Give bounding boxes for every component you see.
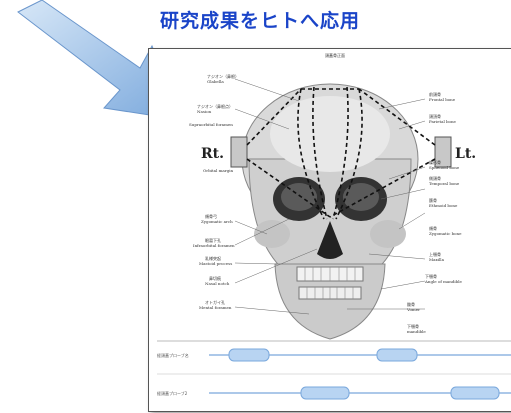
anatomy-label: 下顎骨: [407, 324, 419, 329]
anatomy-label: オトガイ孔: [205, 300, 225, 305]
page-heading: 研究成果をヒトへ応用: [159, 10, 360, 32]
anatomy-label: 側頭骨: [429, 176, 441, 181]
anatomy-label: Mental foramen: [199, 305, 232, 310]
anatomy-label: 頬骨弓: [205, 214, 217, 219]
anatomy-label: Vomer: [407, 307, 421, 312]
anatomy-label: Sphenoid bone: [429, 165, 460, 170]
anatomy-label: 鼻切痕: [209, 276, 221, 281]
anatomy-label: 鋤骨: [407, 302, 415, 307]
anatomy-label: Zygomatic bone: [429, 231, 462, 236]
left-side-label: Lt.: [455, 146, 477, 162]
anatomy-label: Nasion: [197, 109, 212, 114]
anatomy-label: 下顎骨: [425, 274, 437, 279]
anatomy-label: Glabella: [207, 79, 224, 84]
anatomy-label: Mastoid process: [199, 261, 233, 266]
anatomy-label: 篩骨: [429, 198, 437, 203]
lane-label: 経頭蓋プローブ名: [157, 353, 189, 358]
figure-caption: 頭蓋骨正面: [325, 53, 345, 58]
anatomy-label: 前頭骨: [429, 92, 441, 97]
anatomy-label: Angle of mandible: [425, 279, 462, 284]
anatomy-label: 頬骨: [429, 226, 437, 231]
anatomy-label: Infraorbital foramen: [193, 243, 235, 248]
skull-illustration: [157, 78, 511, 400]
anatomy-label: Frontal bone: [429, 97, 456, 102]
anatomy-label: Orbital margin: [203, 168, 234, 173]
skull-figure: 頭蓋骨正面 Rt. Lt. ナジオン（鼻根） Glabella ナジオン（鼻根点…: [148, 48, 511, 412]
anatomy-label: Parietal bone: [429, 119, 456, 124]
anatomy-label: Temporal bone: [429, 181, 460, 186]
anatomy-label: Zygomatic arch: [201, 219, 233, 224]
anatomy-label: Maxilla: [429, 257, 444, 262]
anatomy-label: ナジオン（鼻根点）: [197, 104, 233, 109]
anatomy-label: mandible: [407, 329, 426, 334]
right-side-label: Rt.: [201, 146, 224, 162]
anatomy-label: Nasal notch: [205, 281, 230, 286]
anatomy-label: Ethmoid bone: [429, 203, 458, 208]
anatomy-label: 上顎骨: [429, 252, 441, 257]
anatomy-label: 眼窩下孔: [205, 238, 221, 243]
anatomy-label: 頭頂骨: [429, 114, 441, 119]
lane-label: 経頭蓋プローブ2: [157, 391, 188, 396]
anatomy-label: 乳様突起: [205, 256, 221, 261]
anatomy-label: 蝶形骨: [429, 160, 441, 165]
anatomy-label: ナジオン（鼻根）: [207, 74, 239, 79]
anatomy-label: Supraorbital foramen: [189, 122, 233, 127]
